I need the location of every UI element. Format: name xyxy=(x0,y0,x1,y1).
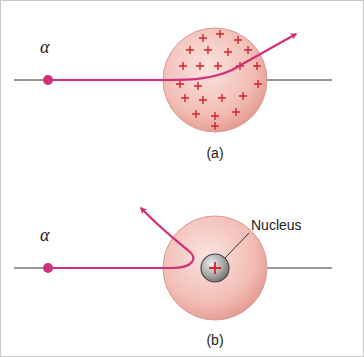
panel-label: (a) xyxy=(206,146,223,161)
leader-line xyxy=(225,233,249,258)
nucleus-sphere xyxy=(201,254,229,282)
panel-label: (b) xyxy=(206,333,223,348)
alpha-trajectory xyxy=(48,208,193,268)
particle-symbol: α xyxy=(40,38,49,58)
alpha-trajectory xyxy=(48,34,296,80)
particle-symbol: α xyxy=(40,226,49,246)
positive-charge xyxy=(209,262,221,274)
part-name: Nucleus xyxy=(251,218,302,233)
